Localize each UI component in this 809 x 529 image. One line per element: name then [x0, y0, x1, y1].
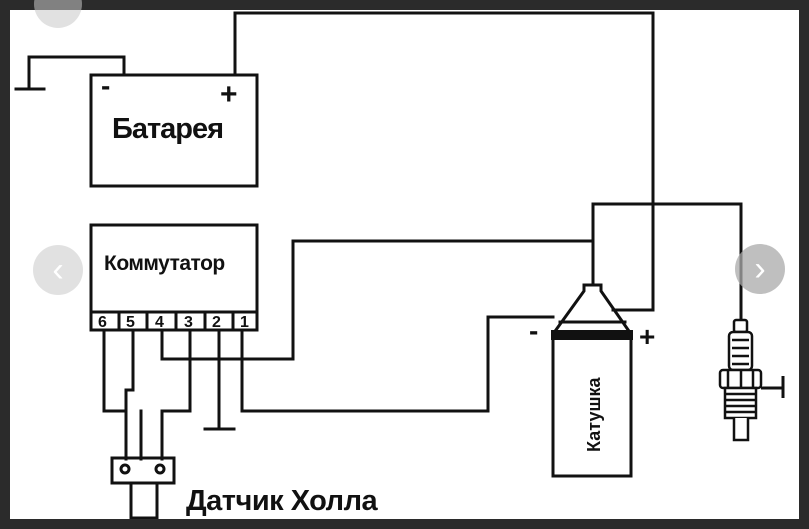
spark-plug-icon	[718, 318, 785, 442]
coil-top-cap	[550, 283, 634, 337]
pin-label-1: 1	[240, 314, 249, 331]
coil-plus-sign: +	[639, 321, 655, 352]
battery-minus-sign: -	[101, 70, 110, 101]
pin-label-6: 6	[98, 314, 107, 331]
pin-label-3: 3	[184, 314, 193, 331]
coil-band	[551, 330, 633, 340]
pin-label-2: 2	[212, 314, 221, 331]
pin-row	[89, 310, 259, 332]
previous-button[interactable]: ‹	[33, 245, 83, 295]
hall-screw-left	[119, 463, 131, 475]
pin-label-5: 5	[126, 314, 135, 331]
hall-screw-right	[154, 463, 166, 475]
next-button[interactable]: ›	[735, 244, 785, 294]
coil-minus-sign: -	[529, 315, 538, 346]
ground-wire-battery	[27, 55, 126, 91]
hall-sensor-stem	[129, 481, 159, 520]
commutator-label: Коммутатор	[104, 252, 225, 275]
wire-pin1-to-coil-minus	[240, 315, 555, 413]
wiring-diagram: - + Батарея Коммутатор 6 5 4 3 2 1 - + К…	[14, 11, 785, 520]
chevron-left-icon: ‹	[52, 251, 64, 289]
battery-plus-wire	[233, 11, 655, 312]
wire-pin6-hall	[102, 328, 128, 461]
diagram-canvas: - + Батарея Коммутатор 6 5 4 3 2 1 - + К…	[10, 10, 799, 520]
hall-sensor-body	[110, 456, 176, 485]
battery-plus-sign: +	[220, 78, 238, 111]
commutator-box	[89, 223, 259, 332]
pin-label-4: 4	[155, 314, 164, 331]
wire-pin5-hall	[124, 328, 135, 392]
wire-pin3-hall	[160, 328, 192, 461]
chevron-right-icon: ›	[754, 250, 766, 288]
battery-label: Батарея	[112, 113, 223, 145]
battery-box	[89, 73, 259, 188]
wire-coil-to-plug	[591, 202, 743, 324]
hall-sensor-label: Датчик Холла	[186, 485, 379, 517]
coil-label: Катушка	[584, 376, 604, 452]
